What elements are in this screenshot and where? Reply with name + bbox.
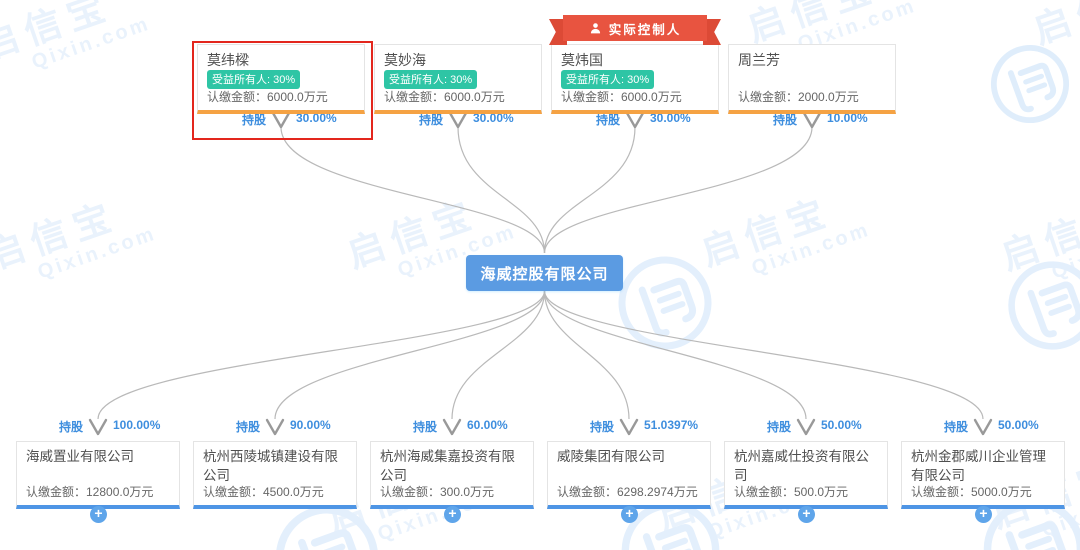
qixin-logo-icon xyxy=(275,505,379,550)
subscribed-amount: 认缴金额：6298.2974万元 xyxy=(557,485,698,499)
share-percent: 90.00% xyxy=(290,418,331,432)
expand-button[interactable]: + xyxy=(90,506,107,523)
shareholder-name: 周兰芳 xyxy=(738,52,780,68)
subsidiary-name: 杭州海威集嘉投资有限公司 xyxy=(380,449,515,483)
company-node[interactable]: 海威控股有限公司 xyxy=(466,255,623,291)
subscribed-amount: 认缴金额：2000.0万元 xyxy=(738,90,859,104)
shareholder-card[interactable]: 莫妙海 受益所有人: 30% 认缴金额：6000.0万元 xyxy=(374,44,542,114)
subsidiary-name: 杭州嘉威仕投资有限公司 xyxy=(734,449,869,483)
share-percent: 100.00% xyxy=(113,418,161,432)
share-percent: 60.00% xyxy=(467,418,508,432)
share-percent: 10.00% xyxy=(827,111,868,125)
shareholder-name: 莫纬樑 xyxy=(207,52,249,68)
shareholder-name: 莫炜国 xyxy=(561,52,603,68)
shareholder-card[interactable]: 周兰芳 认缴金额：2000.0万元 xyxy=(728,44,896,114)
actual-controller-banner: 实际控制人 xyxy=(563,15,707,41)
share-percent: 30.00% xyxy=(296,111,337,125)
plus-icon: + xyxy=(94,505,103,521)
qixin-logo-icon xyxy=(618,256,712,350)
subscribed-amount: 认缴金额：500.0万元 xyxy=(734,485,849,499)
shareholder-card[interactable]: 莫炜国 受益所有人: 30% 认缴金额：6000.0万元 xyxy=(551,44,719,114)
expand-button[interactable]: + xyxy=(621,506,638,523)
banner-label: 实际控制人 xyxy=(608,22,682,37)
ribbon-tail xyxy=(549,19,567,45)
share-percent: 30.00% xyxy=(473,111,514,125)
expand-button[interactable]: + xyxy=(798,506,815,523)
company-name: 海威控股有限公司 xyxy=(480,265,609,283)
qixin-logo-icon xyxy=(990,44,1070,124)
beneficial-owner-badge: 受益所有人: 30% xyxy=(384,70,478,89)
subscribed-amount: 认缴金额：6000.0万元 xyxy=(384,90,505,104)
subsidiary-card[interactable]: 海威置业有限公司 认缴金额：12800.0万元 xyxy=(16,441,180,509)
expand-button[interactable]: + xyxy=(444,506,461,523)
share-percent: 51.0397% xyxy=(644,418,699,432)
subscribed-amount: 认缴金额：6000.0万元 xyxy=(561,90,682,104)
subsidiary-card[interactable]: 威陵集团有限公司 认缴金额：6298.2974万元 xyxy=(547,441,711,509)
beneficial-owner-badge: 受益所有人: 30% xyxy=(561,70,655,89)
plus-icon: + xyxy=(979,505,988,521)
subsidiary-name: 杭州金郡威川企业管理有限公司 xyxy=(911,449,1046,483)
subscribed-amount: 认缴金额：5000.0万元 xyxy=(911,485,1032,499)
beneficial-owner-badge: 受益所有人: 30% xyxy=(207,70,301,89)
subscribed-amount: 认缴金额：4500.0万元 xyxy=(203,485,324,499)
plus-icon: + xyxy=(802,505,811,521)
shareholder-name: 莫妙海 xyxy=(384,52,426,68)
share-percent: 30.00% xyxy=(650,111,691,125)
subsidiary-name: 威陵集团有限公司 xyxy=(557,449,665,464)
qixin-logo-icon xyxy=(1008,261,1080,350)
subscribed-amount: 认缴金额：6000.0万元 xyxy=(207,90,328,104)
subsidiary-card[interactable]: 杭州嘉威仕投资有限公司 认缴金额：500.0万元 xyxy=(724,441,888,509)
subsidiary-card[interactable]: 杭州金郡威川企业管理有限公司 认缴金额：5000.0万元 xyxy=(901,441,1065,509)
subscribed-amount: 认缴金额：300.0万元 xyxy=(380,485,495,499)
expand-button[interactable]: + xyxy=(975,506,992,523)
plus-icon: + xyxy=(448,505,457,521)
ribbon-tail xyxy=(703,19,721,45)
subsidiary-name: 海威置业有限公司 xyxy=(26,449,134,464)
subsidiary-name: 杭州西陵城镇建设有限公司 xyxy=(203,449,338,483)
subsidiary-card[interactable]: 杭州西陵城镇建设有限公司 认缴金额：4500.0万元 xyxy=(193,441,357,509)
subsidiary-card[interactable]: 杭州海威集嘉投资有限公司 认缴金额：300.0万元 xyxy=(370,441,534,509)
share-percent: 50.00% xyxy=(998,418,1039,432)
share-percent: 50.00% xyxy=(821,418,862,432)
person-icon xyxy=(590,22,600,33)
plus-icon: + xyxy=(625,505,634,521)
subscribed-amount: 认缴金额：12800.0万元 xyxy=(26,485,154,499)
shareholder-card[interactable]: 莫纬樑 受益所有人: 30% 认缴金额：6000.0万元 xyxy=(197,44,365,114)
